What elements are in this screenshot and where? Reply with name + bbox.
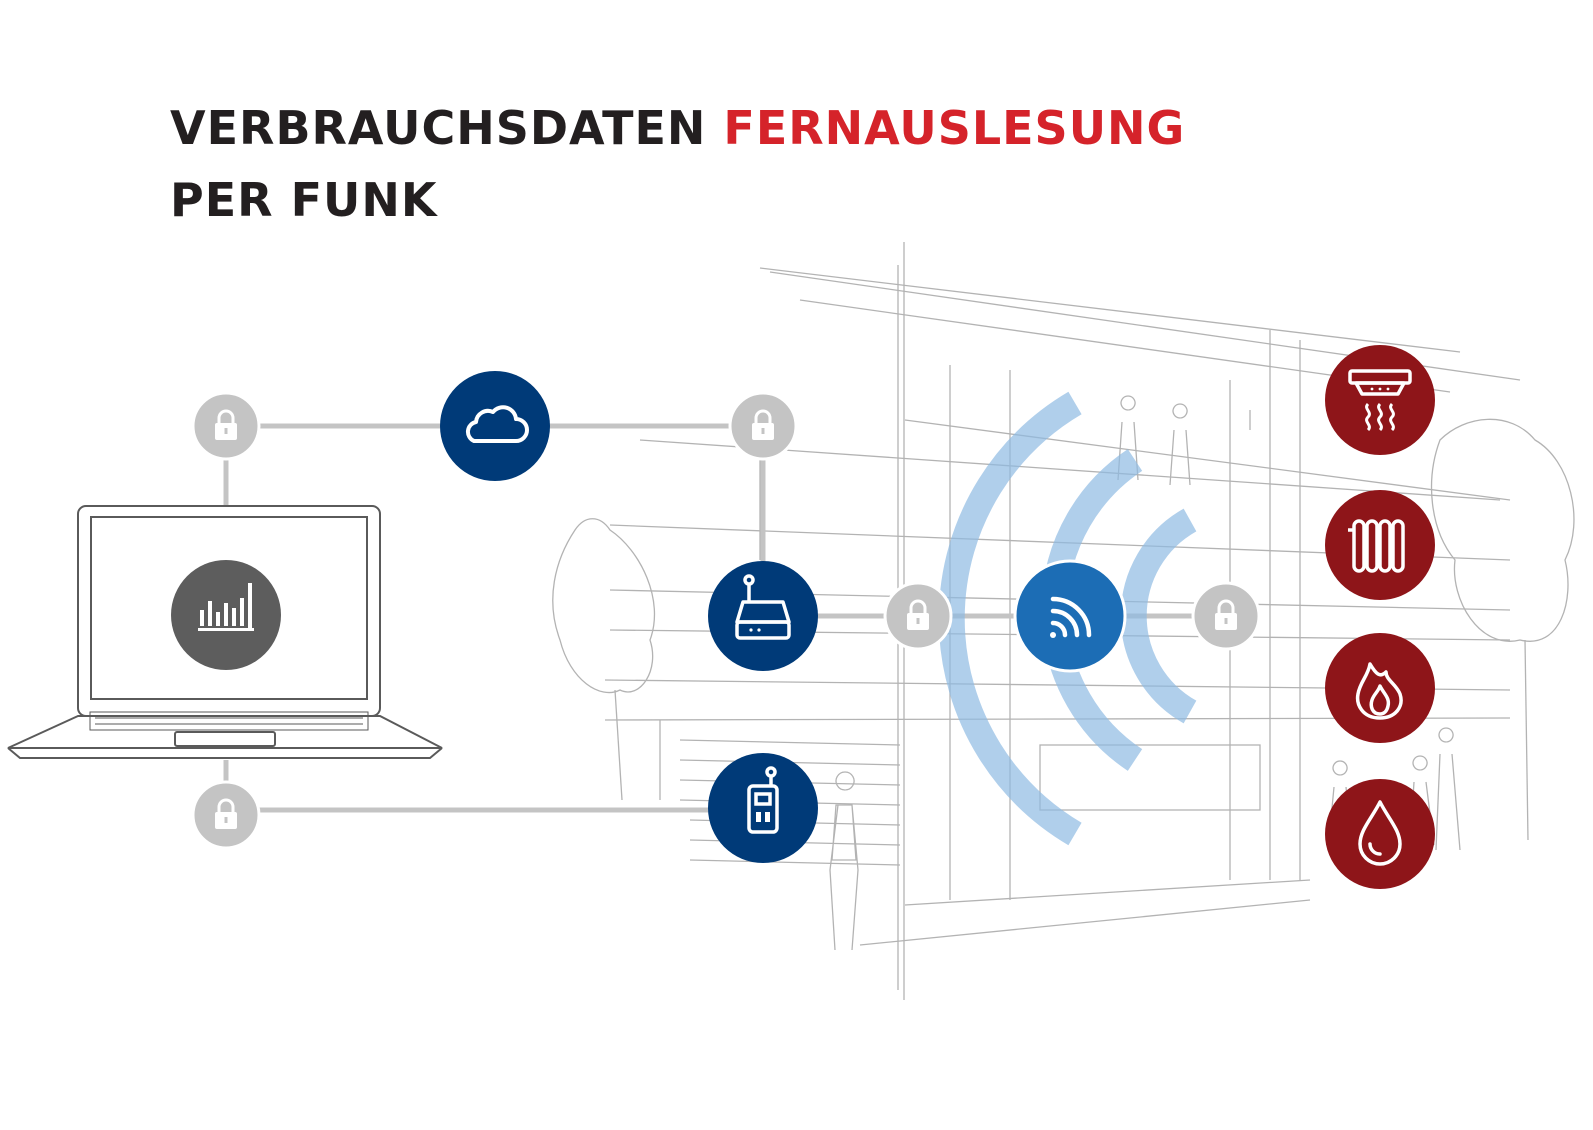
lock-node-bottom-left[interactable] [191,780,261,850]
analytics-node[interactable] [171,560,281,670]
radiator-icon [1348,519,1405,573]
lock-node-top-left[interactable] [191,391,261,461]
gas-node[interactable] [1325,633,1435,743]
handheld-reader-icon [747,766,779,834]
lock-node-top-mid[interactable] [728,391,798,461]
title-part1: VERBRAUCHSDATEN [170,101,724,155]
page-title: VERBRAUCHSDATEN FERNAUSLESUNG PER FUNK [170,92,1185,236]
water-node[interactable] [1325,779,1435,889]
title-line2: PER FUNK [170,173,438,227]
bar-chart-icon [198,583,254,631]
smoke-detector-node[interactable] [1325,345,1435,455]
title-accent: FERNAUSLESUNG [723,101,1186,155]
handheld-node[interactable] [708,753,818,863]
gateway-icon [735,574,791,640]
radio-signal-icon [1050,596,1092,638]
lock-node-right[interactable] [1191,581,1261,651]
cloud-node[interactable] [440,371,550,481]
smoke-detector-icon [1348,369,1412,432]
lock-node-mid[interactable] [883,581,953,651]
heating-node[interactable] [1325,490,1435,600]
gateway-node[interactable] [708,561,818,671]
radio-node[interactable] [1013,559,1127,673]
cloud-icon [465,405,529,443]
water-drop-icon [1358,800,1402,866]
flame-icon [1355,662,1403,720]
